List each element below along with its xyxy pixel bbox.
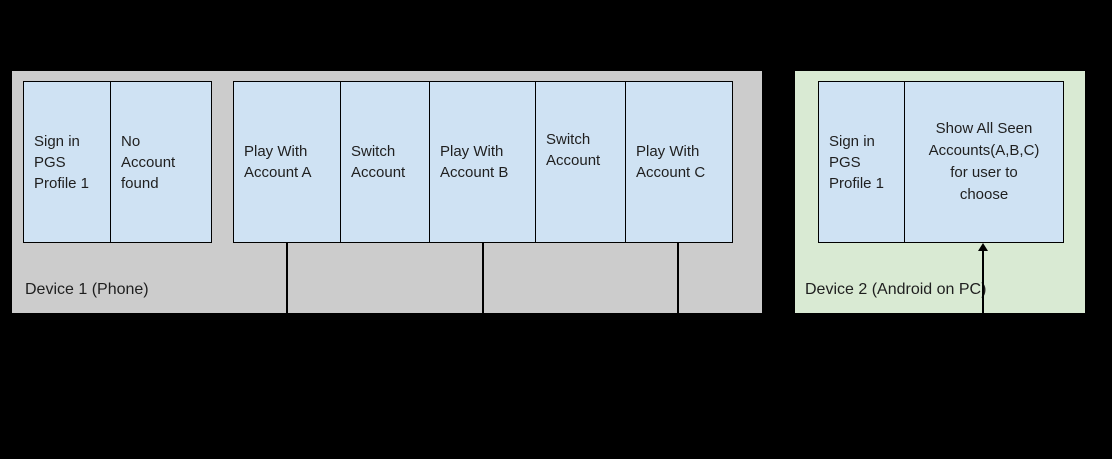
step-play-with-account-a: Play With Account A <box>233 81 341 243</box>
step-play-with-account-c: Play With Account C <box>625 81 733 243</box>
step-show-all-seen-accounts: Show All Seen Accounts(A,B,C) for user t… <box>904 81 1064 243</box>
device2-flow: Sign in PGS Profile 1 Show All Seen Acco… <box>818 81 1064 243</box>
connector-line-account-c <box>677 243 679 313</box>
seen-accounts-arrow-line <box>982 250 984 313</box>
device1-label: Device 1 (Phone) <box>25 281 149 298</box>
connector-line-account-a <box>286 243 288 313</box>
device2-lane: Sign in PGS Profile 1 Show All Seen Acco… <box>795 71 1085 313</box>
device1-signin-flow: Sign in PGS Profile 1 No Account found <box>23 81 212 243</box>
connector-line-account-b <box>482 243 484 313</box>
step-sign-in-pgs-profile-1-device2: Sign in PGS Profile 1 <box>818 81 905 243</box>
device1-play-flow: Play With Account A Switch Account Play … <box>233 81 733 243</box>
step-no-account-found: No Account found <box>110 81 212 243</box>
device1-lane: Sign in PGS Profile 1 No Account found P… <box>12 71 762 313</box>
step-switch-account-2: Switch Account <box>535 81 626 243</box>
arrow-up-icon <box>978 243 988 251</box>
step-sign-in-pgs-profile-1: Sign in PGS Profile 1 <box>23 81 111 243</box>
device2-label: Device 2 (Android on PC) <box>805 281 987 298</box>
step-play-with-account-b: Play With Account B <box>429 81 536 243</box>
step-switch-account-1: Switch Account <box>340 81 430 243</box>
